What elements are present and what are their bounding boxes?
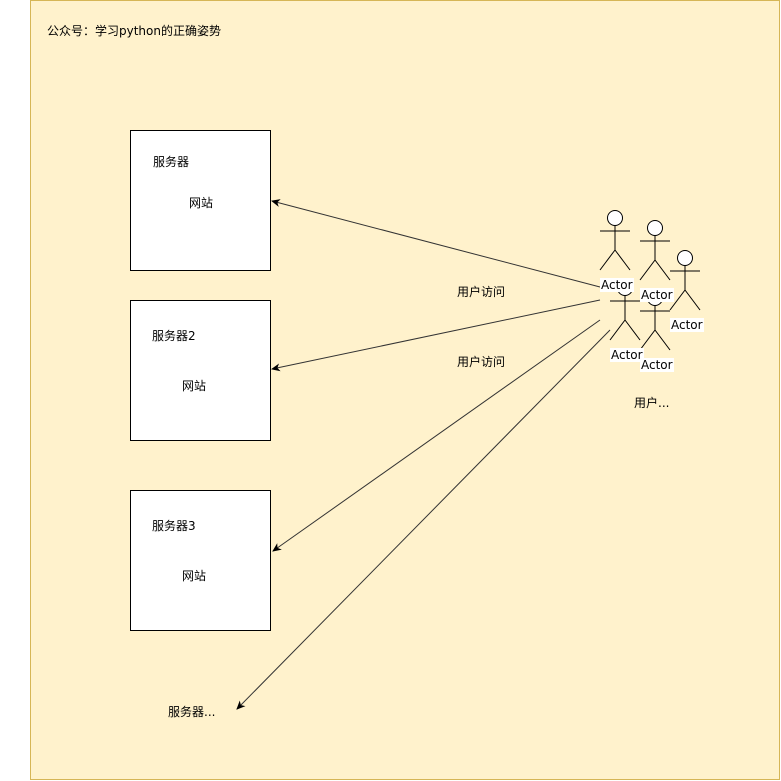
users-group-label: 用户... xyxy=(634,396,670,410)
actor-label-2: Actor xyxy=(640,288,674,302)
server-site-label: 网站 xyxy=(189,196,214,210)
actor-figure-1[interactable] xyxy=(599,210,631,271)
actor-label-4: Actor xyxy=(610,348,644,362)
server-title: 服务器 xyxy=(153,155,190,169)
server-box-3[interactable]: 服务器3 网站 xyxy=(130,490,271,631)
server-title: 服务器3 xyxy=(152,519,196,533)
actor-label-3: Actor xyxy=(670,318,704,332)
server-title: 服务器2 xyxy=(152,329,196,343)
edge-label-2: 用户访问 xyxy=(457,355,506,369)
edge-to-server-3[interactable] xyxy=(272,319,601,552)
edge-to-server-1[interactable] xyxy=(271,199,601,288)
server-box-2[interactable]: 服务器2 网站 xyxy=(130,300,271,441)
edge-label-1: 用户访问 xyxy=(457,285,506,299)
server-box-1[interactable]: 服务器 网站 xyxy=(130,130,271,271)
server-site-label: 网站 xyxy=(182,379,207,393)
actor-label-1: Actor xyxy=(600,278,634,292)
actor-label-5: Actor xyxy=(640,358,674,372)
server-site-label: 网站 xyxy=(182,569,207,583)
actor-figure-3[interactable] xyxy=(669,250,701,311)
edge-to-server-2[interactable] xyxy=(271,299,601,372)
server-more-label: 服务器... xyxy=(168,705,216,719)
actor-figure-2[interactable] xyxy=(639,220,671,281)
page-caption: 公众号：学习python的正确姿势 xyxy=(47,24,221,38)
edge-to-server-more[interactable] xyxy=(236,329,611,710)
